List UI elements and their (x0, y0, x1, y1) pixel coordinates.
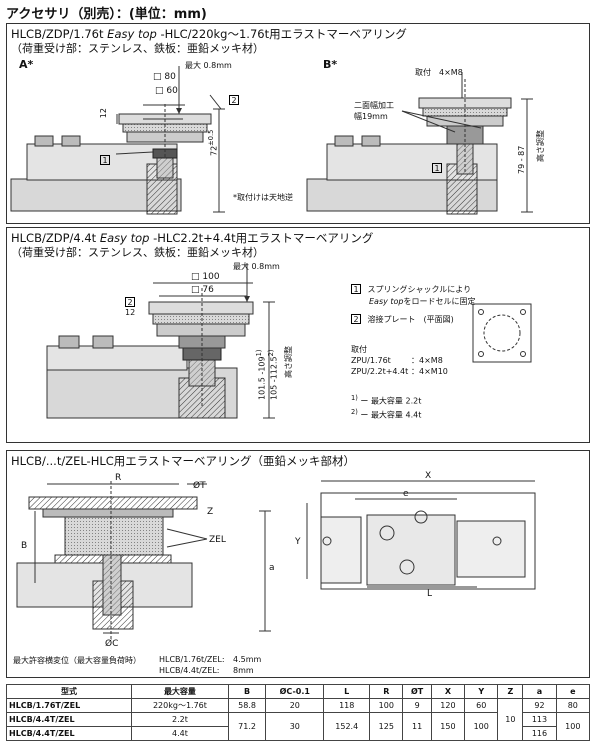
dim-X: X (425, 471, 432, 481)
footnote-2: 2) ー 最大容量 4.4t (351, 408, 422, 420)
th-a: a (522, 684, 557, 699)
legend-1-line2: Easy topをロードセルに固定 (369, 297, 476, 306)
section-subtitle: （荷重受け部：ステンレス、鉄板：亜鉛メッキ材） (11, 42, 264, 55)
section-subtitle: （荷重受け部：ステンレス、鉄板：亜鉛メッキ材） (11, 246, 264, 259)
label-ZEL: ZEL (209, 535, 226, 545)
zel-drawing (16, 480, 536, 641)
dim-B: B (21, 541, 28, 551)
flat-label-1: 二面幅加工 (354, 101, 394, 110)
legend-1: 1 スプリングシャックルにより (351, 284, 471, 295)
section-title: HLCB/ZDP/1.76t Easy top -HLC/220kg～1.76t… (11, 27, 407, 41)
callout-1-b: 1 (432, 156, 442, 175)
note-mounting: *取付けは天地逆 (233, 193, 293, 202)
dim-C: ØC (105, 639, 119, 649)
height-adjust-label: 高さ調整 (536, 130, 545, 162)
th-capacity: 最大容量 (131, 684, 229, 699)
th-e: e (555, 684, 591, 699)
easytop-4-4t-drawing (46, 263, 532, 419)
section-zel: HLCB/...t/ZEL-HLC用エラストマーベアリング（亜鉛メッキ部材） (6, 450, 590, 678)
displacement-label: 最大許容横変位（最大容量負荷時） (13, 656, 141, 665)
th-C: ØC-0.1 (265, 684, 325, 699)
dim-e: e (403, 489, 409, 499)
cell-Z-merged: 10 (497, 698, 524, 741)
displacement-row-1: HLCB/1.76t/ZEL:4.5mm (159, 655, 262, 664)
dim-R: R (115, 473, 122, 483)
dim-T: ØT (193, 481, 206, 491)
table-row: HLCB/4.4T/ZEL 4.4t 116 (5, 726, 590, 741)
mount-row-1: ZPU/1.76t：4×M8 (351, 356, 443, 365)
th-Y: Y (464, 684, 499, 699)
dim-101-109: 101.5 -1091) (255, 349, 267, 400)
th-T: ØT (402, 684, 432, 699)
th-Z: Z (497, 684, 524, 699)
dim-L: L (427, 589, 433, 599)
spec-table: 型式 最大容量 B ØC-0.1 L R ØT X Y Z a e HLCB/1… (5, 684, 591, 741)
table-row: HLCB/1.76T/ZEL 220kg～1.76t 58.8 20 118 1… (5, 698, 591, 741)
dim-12: 12 (99, 108, 108, 119)
section-title: HLCB/ZDP/4.4t Easy top -HLC2.2t+4.4t用エラス… (11, 231, 374, 245)
tapped-holes-label: 取付 4×M8 (415, 68, 463, 77)
th-model: 型式 (5, 684, 133, 699)
label-a: A* (19, 58, 34, 71)
easytop-1-76t-drawing (10, 66, 533, 215)
dim-a: a (269, 563, 275, 573)
height-adjust-label: 高さ調整 (284, 346, 293, 378)
dim-12: 12 (125, 308, 136, 317)
dim-sq76: □ 76 (191, 285, 214, 295)
section-easytop-4-4t: HLCB/ZDP/4.4t Easy top -HLC2.2t+4.4t用エラス… (6, 227, 590, 443)
th-L: L (323, 684, 371, 699)
callout-1: 1 (100, 148, 110, 167)
dim-Z: Z (207, 507, 214, 517)
legend-2: 2 溶接プレート (平面図) (351, 314, 454, 325)
th-X: X (430, 684, 466, 699)
dim-sq80: □ 80 (153, 72, 176, 82)
callout-2: 2 (229, 88, 239, 107)
section-easytop-1-76t: HLCB/ZDP/1.76t Easy top -HLC/220kg～1.76t… (6, 23, 590, 224)
dim-105-112: 105 -112.52) (267, 349, 279, 400)
th-B: B (227, 684, 267, 699)
callout-2: 2 (125, 290, 135, 309)
table-header-row: 型式 最大容量 B ØC-0.1 L R ØT X Y Z a e (5, 684, 591, 699)
max-gap-label: 最大 0.8mm (233, 262, 280, 271)
dim-Y: Y (295, 537, 301, 547)
dim-sq60: □ 60 (155, 86, 178, 96)
displacement-row-2: HLCB/4.4t/ZEL:8mm (159, 666, 254, 675)
dim-sq100: □ 100 (191, 272, 220, 282)
dim-72: 72±0.5 (207, 129, 219, 156)
max-gap-label: 最大 0.8mm (185, 61, 232, 70)
flat-label-2: 幅19mm (354, 112, 388, 121)
footnote-1: 1) ー 最大容量 2.2t (351, 394, 422, 406)
label-b: B* (323, 58, 338, 71)
th-R: R (369, 684, 404, 699)
page-title: アクセサリ（別売）：(単位：mm) (6, 7, 207, 22)
section-title: HLCB/...t/ZEL-HLC用エラストマーベアリング（亜鉛メッキ部材） (11, 454, 356, 468)
mount-row-2: ZPU/2.2t+4.4t：4×M10 (351, 367, 448, 376)
dim-79-87: 79 - 87 (517, 145, 526, 174)
mount-title: 取付 (351, 345, 367, 354)
